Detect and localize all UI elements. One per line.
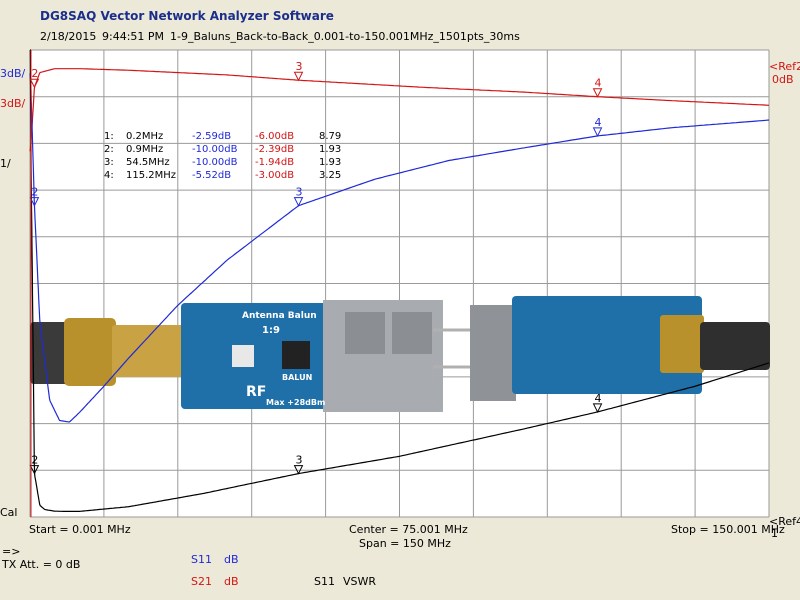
vswr-scale-label: 1/ <box>0 157 11 170</box>
header-date: 2/18/2015 <box>40 30 97 43</box>
photo-cable-right <box>700 322 770 370</box>
photo-sma-left-body <box>112 325 186 377</box>
marker-triangle-2 <box>29 465 40 475</box>
photo-sma-left <box>64 318 116 386</box>
marker-freq: 115.2MHz <box>126 170 177 181</box>
photo-label-line5: Max +28dBm <box>266 398 325 407</box>
tx-att-label[interactable]: TX Att. = 0 dB <box>2 558 81 571</box>
ref2-value: 0dB <box>772 73 794 86</box>
stop-freq: Stop = 150.001 MHz <box>671 523 785 536</box>
marker-freq: 0.9MHz <box>126 144 164 155</box>
marker-id: 2: <box>104 144 114 155</box>
marker-triangle-4 <box>592 403 603 414</box>
footer-arrow: => <box>2 545 21 558</box>
photo-label-line2: 1:9 <box>262 325 280 336</box>
marker-vswr: 8.79 <box>319 131 342 142</box>
marker-label-3: 3 <box>295 186 302 199</box>
marker-triangle-4 <box>592 127 603 138</box>
photo-cable-left <box>30 322 70 384</box>
photo-board-right <box>512 296 702 394</box>
marker-freq: 0.2MHz <box>126 131 164 142</box>
marker-triangle-2 <box>29 197 40 207</box>
trace-s21-name[interactable]: S21 <box>191 575 212 588</box>
marker-label-3: 3 <box>295 60 302 73</box>
marker-id: 3: <box>104 157 114 168</box>
marker-triangle-4 <box>592 88 603 98</box>
marker-s21: -3.00dB <box>255 170 295 181</box>
trace-s11-db <box>29 73 770 423</box>
trace-s11-unit[interactable]: dB <box>224 553 239 566</box>
header-filename: 1-9_Baluns_Back-to-Back_0.001-to-150.001… <box>170 30 520 43</box>
marker-s11: -10.00dB <box>192 144 238 155</box>
marker-vswr: 1.93 <box>319 144 342 155</box>
start-freq: Start = 0.001 MHz <box>29 523 131 536</box>
marker-triangle-2 <box>29 78 40 89</box>
marker-s11: -5.52dB <box>192 170 232 181</box>
plot-markers: 2 3 4 2 3 4 2 3 4 <box>29 50 603 517</box>
marker-triangle-3 <box>293 465 304 475</box>
trace-s11-vswr <box>29 49 770 512</box>
s11-scale-label: 3dB/ <box>0 67 26 80</box>
header-time: 9:44:51 PM <box>102 30 165 43</box>
marker-triangle-3 <box>293 197 304 207</box>
marker-vswr: 3.25 <box>319 170 342 181</box>
marker-label-2: 2 <box>31 67 38 80</box>
marker-label-4: 4 <box>595 116 602 129</box>
app-title: DG8SAQ Vector Network Analyzer Software <box>40 9 334 23</box>
photo-terminal-right <box>470 305 516 401</box>
marker-triangle-3 <box>293 71 304 82</box>
photo-transformer <box>282 341 310 369</box>
marker-label-2: 2 <box>31 186 38 199</box>
ref2-label: <Ref2 <box>769 60 800 73</box>
photo-label-line1: Antenna Balun <box>242 311 317 321</box>
ref4-value: 1 <box>771 527 778 540</box>
photo-label-line4: RF <box>246 384 266 400</box>
plot-traces <box>29 49 770 512</box>
marker-s11: -10.00dB <box>192 157 238 168</box>
marker-label-4: 4 <box>595 77 602 90</box>
marker-s21: -1.94dB <box>255 157 295 168</box>
s21-scale-label: 3dB/ <box>0 97 26 110</box>
plot-grid <box>29 49 770 518</box>
marker-s21: -2.39dB <box>255 144 295 155</box>
trace-vswr-name[interactable]: S11 <box>314 575 335 588</box>
marker-vswr: 1.93 <box>319 157 342 168</box>
trace-s21-unit[interactable]: dB <box>224 575 239 588</box>
marker-id: 4: <box>104 170 114 181</box>
cal-label: Cal <box>0 506 18 519</box>
photo-board-left <box>181 303 330 409</box>
photo-terminal-slot-a <box>345 312 385 354</box>
trace-vswr-unit[interactable]: VSWR <box>343 575 377 588</box>
marker-freq: 54.5MHz <box>126 157 170 168</box>
marker-id: 1: <box>104 131 114 142</box>
marker-label-2: 2 <box>31 454 38 467</box>
center-freq: Center = 75.001 MHz <box>349 523 468 536</box>
marker-label-4: 4 <box>595 392 602 405</box>
photo-chip <box>232 345 254 367</box>
trace-s21 <box>29 68 770 152</box>
trace-s11-name[interactable]: S11 <box>191 553 212 566</box>
marker-label-3: 3 <box>295 454 302 467</box>
photo-label-line3: BALUN <box>282 373 312 382</box>
span-freq: Span = 150 MHz <box>359 537 451 550</box>
marker-s21: -6.00dB <box>255 131 295 142</box>
ref4-label: <Ref4 <box>769 515 800 528</box>
photo-sma-right <box>660 315 704 373</box>
marker-s11: -2.59dB <box>192 131 232 142</box>
photo-terminal-slot-b <box>392 312 432 354</box>
